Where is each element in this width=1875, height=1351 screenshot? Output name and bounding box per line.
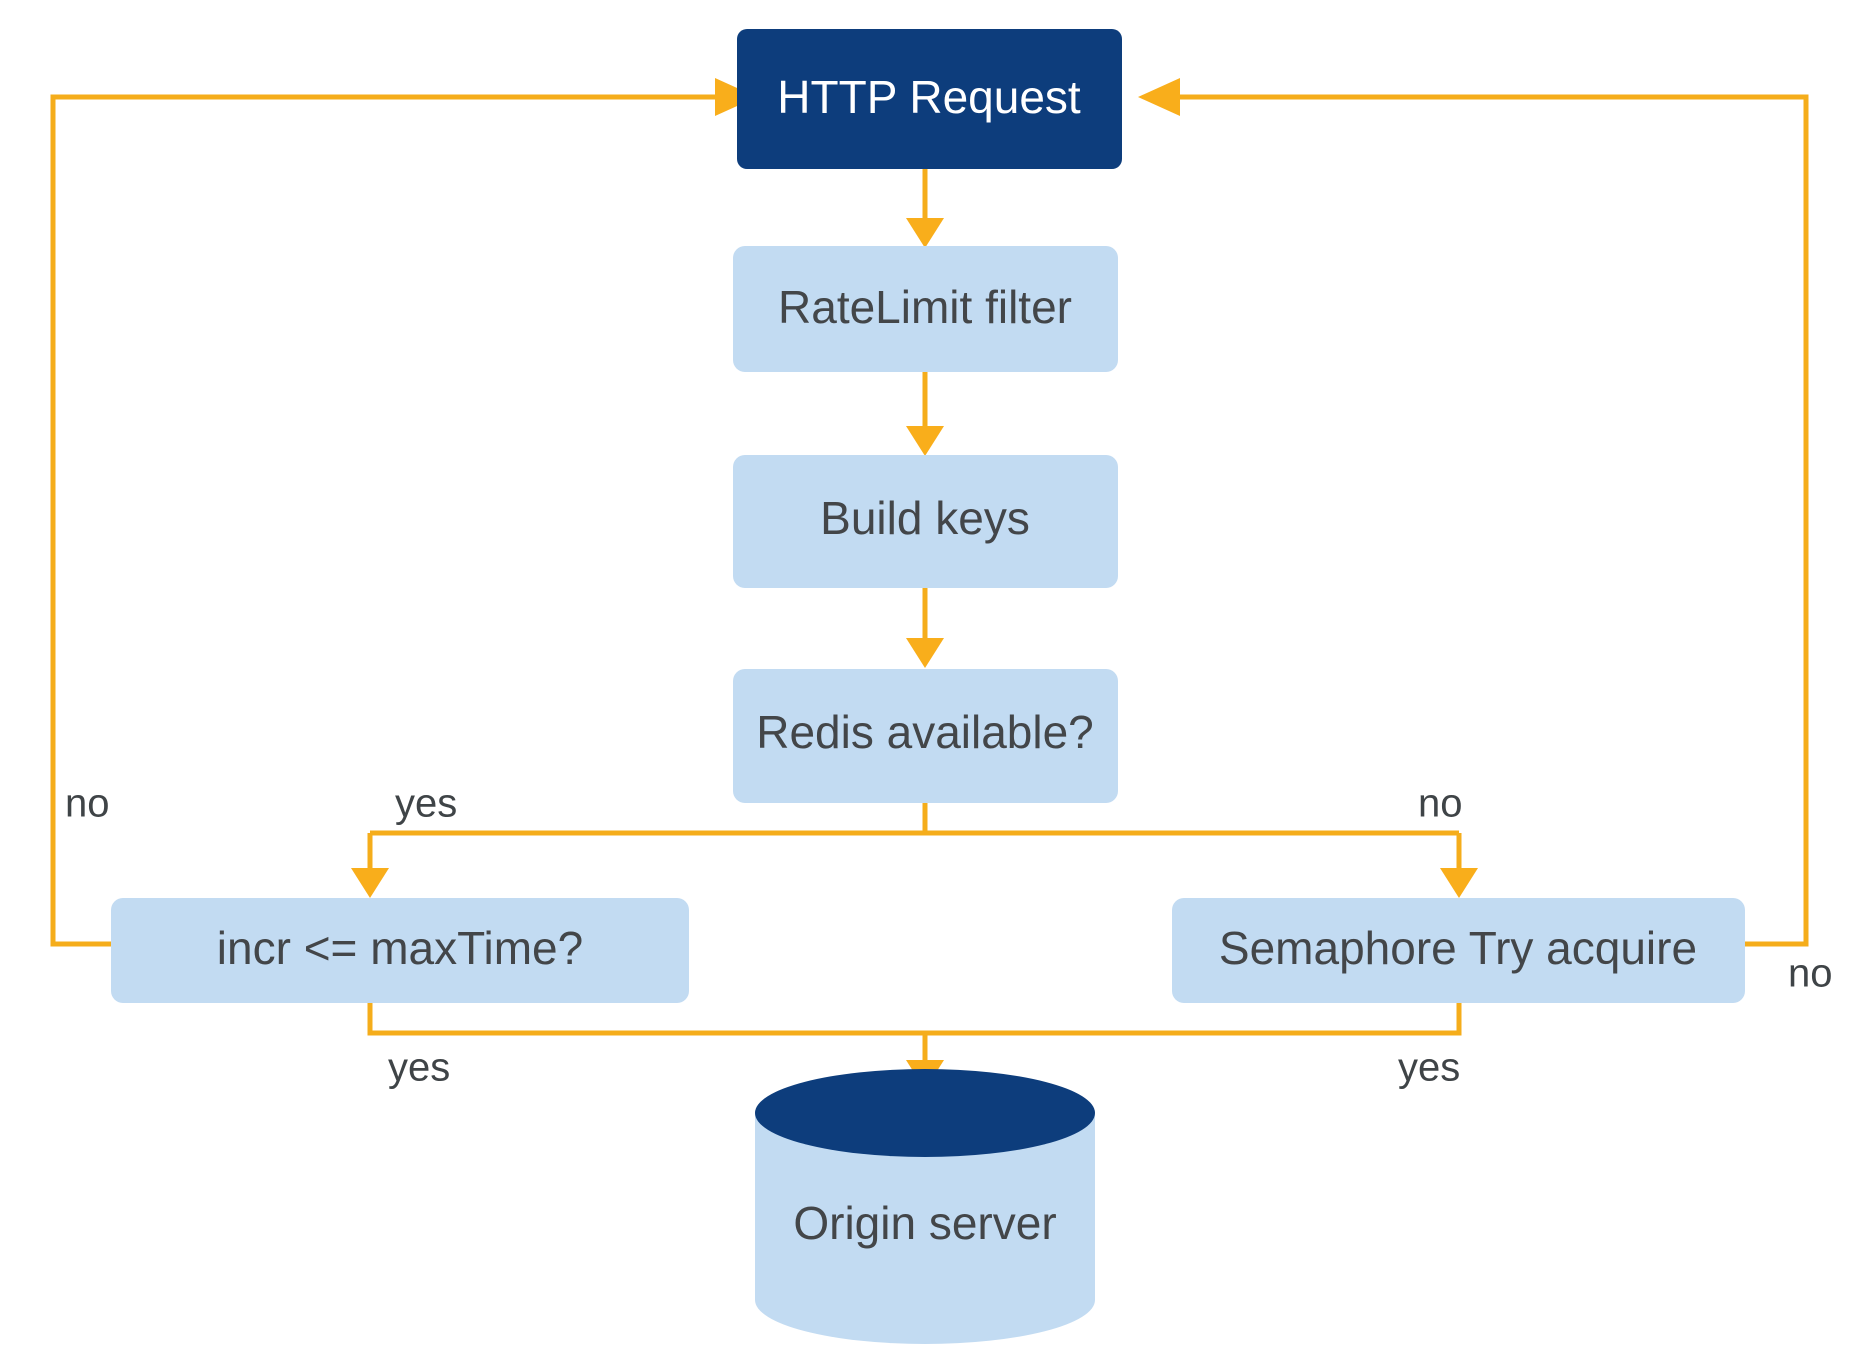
node-build-keys[interactable]: Build keys bbox=[733, 455, 1118, 588]
node-semaphore-try-acquire[interactable]: Semaphore Try acquire bbox=[1172, 898, 1745, 1003]
arrowhead-into-build-keys bbox=[906, 426, 944, 456]
edge-label-yes-bottom-left: yes bbox=[388, 1046, 450, 1090]
node-http-request-shape bbox=[737, 29, 1122, 169]
edge-label-yes-left: yes bbox=[395, 782, 457, 826]
arrowhead-into-ratelimit bbox=[906, 218, 944, 248]
arrowhead-into-http-request-right bbox=[1138, 78, 1180, 116]
edge-label-no-right: no bbox=[1418, 782, 1463, 826]
arrowhead-into-incr-maxtime bbox=[351, 868, 389, 898]
node-incr-maxtime-shape bbox=[111, 898, 689, 1003]
edge-label-no-far-right: no bbox=[1788, 952, 1833, 996]
node-redis-available-shape bbox=[733, 669, 1118, 803]
node-incr-maxtime[interactable]: incr <= maxTime? bbox=[111, 898, 689, 1003]
edge-incr-yes-to-origin bbox=[367, 1003, 928, 1060]
edge-incr-no-to-http-request bbox=[50, 94, 715, 947]
node-http-request[interactable]: HTTP Request bbox=[737, 29, 1122, 169]
node-redis-available-label: Redis available? bbox=[756, 706, 1094, 758]
node-build-keys-shape bbox=[733, 455, 1118, 588]
arrowhead-into-semaphore bbox=[1440, 868, 1478, 898]
node-redis-available[interactable]: Redis available? bbox=[733, 669, 1118, 803]
node-origin-server-label: Origin server bbox=[793, 1197, 1056, 1249]
arrowhead-into-redis bbox=[906, 638, 944, 668]
edge-semaphore-no-to-http-request bbox=[1180, 94, 1809, 947]
node-ratelimit-filter-shape bbox=[733, 246, 1118, 372]
node-origin-server-body bbox=[755, 1113, 1095, 1344]
node-origin-server-top bbox=[755, 1069, 1095, 1157]
node-http-request-label: HTTP Request bbox=[777, 71, 1081, 123]
arrowhead-into-http-request-left bbox=[715, 78, 757, 116]
edge-label-no-left: no bbox=[65, 782, 110, 826]
node-ratelimit-filter-label: RateLimit filter bbox=[778, 281, 1072, 333]
edge-semaphore-yes-to-origin bbox=[925, 1003, 1462, 1036]
node-ratelimit-filter[interactable]: RateLimit filter bbox=[733, 246, 1118, 372]
node-semaphore-try-acquire-shape bbox=[1172, 898, 1745, 1003]
node-origin-server[interactable]: Origin server bbox=[755, 1069, 1095, 1344]
edge-label-yes-bottom-right: yes bbox=[1398, 1046, 1460, 1090]
node-incr-maxtime-label: incr <= maxTime? bbox=[217, 922, 583, 974]
node-build-keys-label: Build keys bbox=[820, 492, 1030, 544]
node-semaphore-try-acquire-label: Semaphore Try acquire bbox=[1219, 922, 1697, 974]
